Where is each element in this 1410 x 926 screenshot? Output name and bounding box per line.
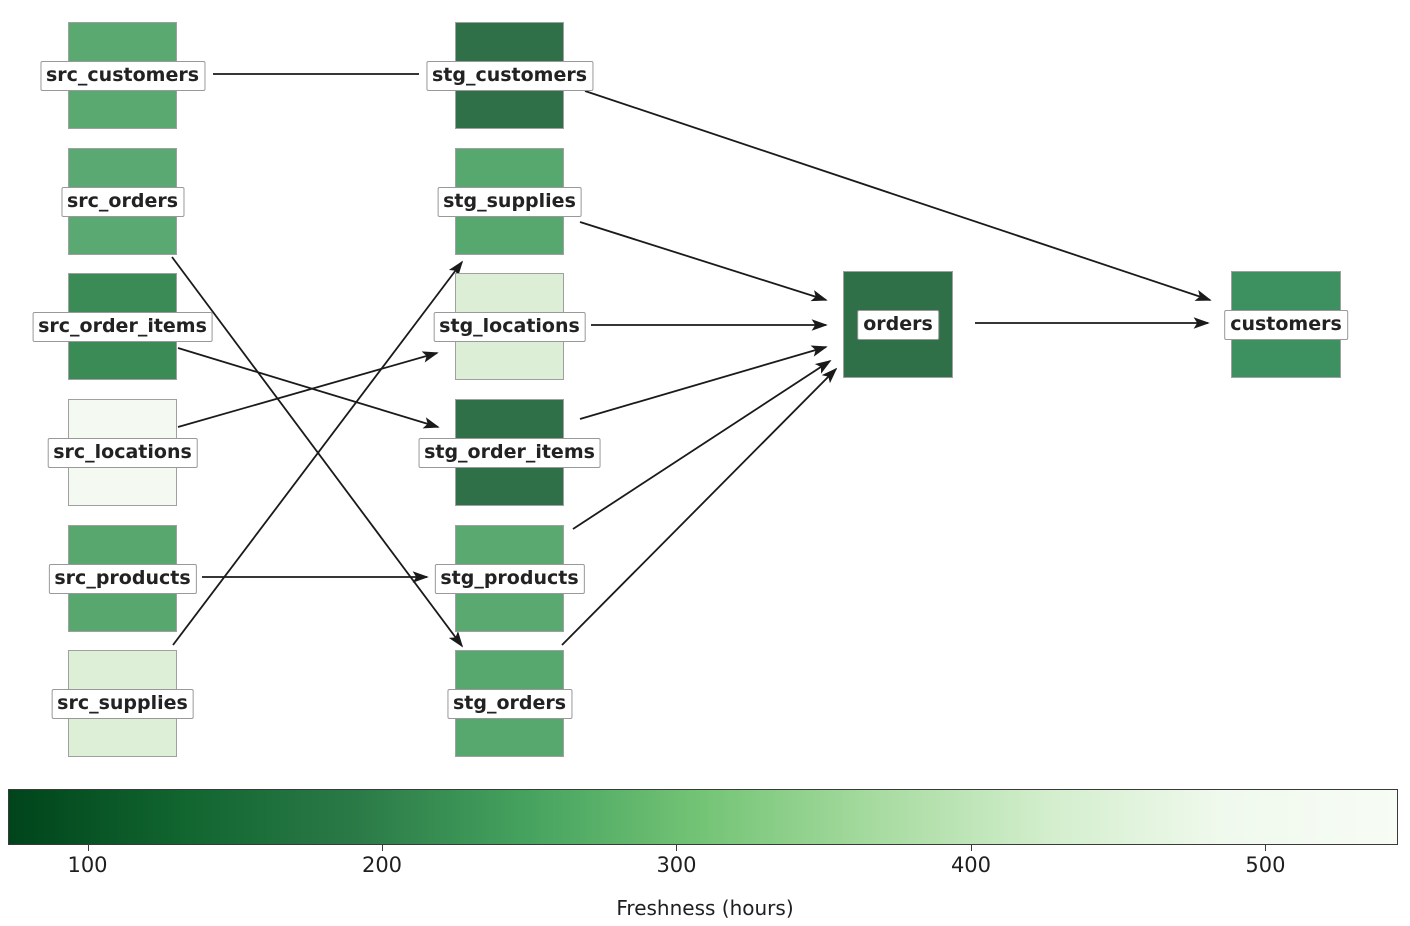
edge-stg_supplies-to-orders [579, 221, 828, 302]
edge-layer [171, 73, 1212, 648]
edge-stg_orders-to-orders [561, 367, 838, 646]
node-label-src_customers[interactable]: src_customers [39, 60, 206, 91]
edge-stg_customers-to-customers [584, 90, 1212, 301]
node-label-orders[interactable]: orders [857, 309, 939, 340]
edge-group [171, 73, 1212, 648]
node-label-src_order_items[interactable]: src_order_items [32, 311, 213, 342]
colorbar [8, 789, 1398, 845]
node-label-stg_products[interactable]: stg_products [434, 563, 585, 594]
node-label-src_supplies[interactable]: src_supplies [51, 688, 194, 719]
node-label-stg_order_items[interactable]: stg_order_items [418, 437, 601, 468]
colorbar-ticks: 100 200 300 400 500 [8, 845, 1398, 885]
tick-label-200: 200 [361, 853, 403, 877]
edge-stg_products-to-orders [572, 360, 832, 530]
node-label-stg_orders[interactable]: stg_orders [446, 688, 573, 719]
node-label-customers[interactable]: customers [1224, 309, 1348, 340]
tick-label-500: 500 [1245, 853, 1286, 877]
node-label-stg_supplies[interactable]: stg_supplies [437, 186, 582, 217]
tick-mark-200 [382, 845, 383, 851]
tick-label-300: 300 [656, 853, 697, 877]
node-label-src_products[interactable]: src_products [48, 563, 197, 594]
tick-mark-100 [87, 845, 89, 851]
node-label-stg_locations[interactable]: stg_locations [433, 311, 586, 342]
tick-mark-300 [676, 845, 678, 851]
edge-src_locations-to-stg_locations [177, 351, 439, 428]
node-label-stg_customers[interactable]: stg_customers [425, 60, 594, 91]
node-label-src_locations[interactable]: src_locations [47, 437, 198, 468]
colorbar-gradient [8, 789, 1398, 845]
edge-src_order_items-to-stg_order_items [177, 347, 440, 429]
colorbar-title: Freshness (hours) [616, 896, 794, 920]
tick-label-100: 100 [67, 853, 108, 877]
edge-stg_order_items-to-orders [579, 345, 828, 420]
tick-label-400: 400 [950, 853, 992, 877]
tick-mark-400 [970, 845, 972, 851]
node-label-src_orders[interactable]: src_orders [60, 186, 185, 217]
tick-mark-500 [1265, 845, 1267, 851]
